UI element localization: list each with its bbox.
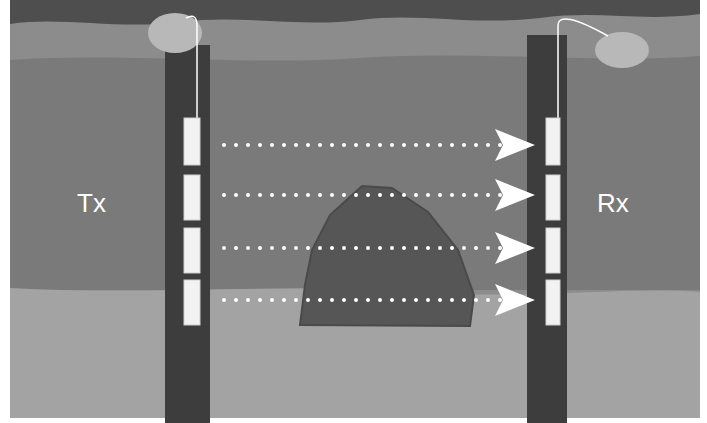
- signal-ray: [224, 246, 535, 250]
- transmitter-probe: [184, 118, 200, 165]
- transmitter-probe: [184, 280, 200, 325]
- receiver-probe: [546, 175, 560, 220]
- signal-ray: [224, 193, 535, 197]
- cable: [558, 19, 608, 118]
- receiver-probe: [546, 280, 560, 325]
- transmitter-probe: [184, 228, 200, 273]
- borehole: Tx: [165, 45, 210, 423]
- receiver-probe: [546, 228, 560, 273]
- winch-drum: [148, 13, 202, 53]
- receiver-probe: [546, 118, 560, 165]
- borehole-label: Tx: [77, 190, 106, 216]
- surface-layer: [10, 0, 700, 25]
- signal-ray: [224, 143, 535, 147]
- ground: [10, 0, 700, 418]
- signal-ray: [224, 298, 535, 302]
- borehole: Rx: [527, 35, 567, 423]
- transmitter-probe: [184, 175, 200, 220]
- cable: [186, 16, 197, 118]
- borehole-label: Rx: [597, 190, 629, 216]
- winch-drum: [595, 32, 649, 68]
- ore-body: [300, 186, 474, 326]
